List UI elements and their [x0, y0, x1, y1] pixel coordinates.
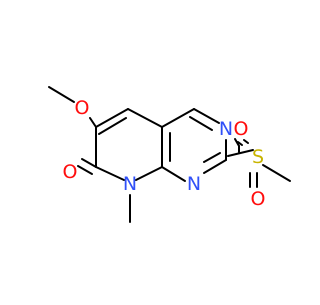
bond-s-o-top-a [237, 141, 243, 146]
structure-svg: O O N N N S O O [48, 86, 291, 223]
bond-c8a-n8 [135, 166, 163, 181]
bond-c2-n1-inner [203, 152, 221, 163]
bond-s-methyl [262, 164, 291, 182]
bond-c6-c5-inner [98, 117, 127, 135]
atom-label-o-carbonyl: O [63, 161, 78, 183]
bond-o-c6 [89, 117, 97, 128]
bond-methyl-o [48, 86, 75, 103]
bond-c6-c5 [95, 108, 129, 128]
bond-c2-n1 [203, 159, 227, 174]
bond-c4-n3 [193, 108, 220, 124]
bond-n1-c8a [161, 166, 186, 182]
bond-n8-c7 [95, 166, 125, 181]
bond-c4-n3-inner [189, 116, 213, 131]
bond-s-o-top-b [243, 139, 249, 144]
bond-c7-o [81, 158, 97, 168]
atom-label-n-pyrimidine-bottom: N [187, 173, 201, 195]
atom-label-n-pyrimidine-top: N [219, 118, 233, 140]
bond-c2-s [227, 149, 254, 157]
molecule-diagram: O O N N N S O O [48, 86, 291, 223]
atom-label-o-sulfonyl-bottom: O [251, 188, 266, 210]
bond-c7-o-double [77, 165, 93, 175]
atom-label-n-ring: N [123, 173, 137, 195]
atom-label-o-sulfonyl-top: O [234, 118, 249, 140]
bond-n3-c2 [234, 138, 240, 147]
atom-label-sulfur: S [252, 146, 264, 168]
atom-labels: O O N N N S O O [63, 97, 266, 210]
bond-c4a-c4 [161, 108, 195, 128]
atom-label-o-methoxy: O [75, 97, 90, 119]
bond-c5-c4a [127, 108, 163, 128]
bonds [48, 86, 291, 223]
